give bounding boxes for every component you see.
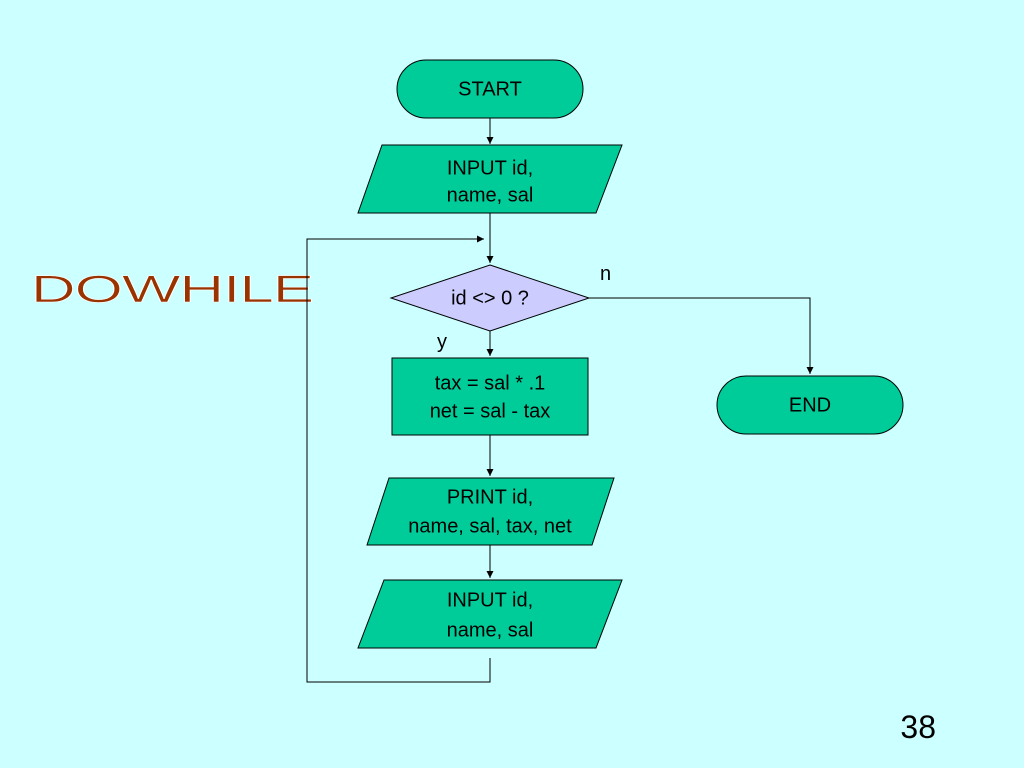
yes-branch-label: y bbox=[437, 331, 447, 353]
print-line-2: name, sal, tax, net bbox=[408, 515, 572, 537]
input-1-line-2: name, sal bbox=[447, 184, 534, 206]
end-node: END bbox=[716, 375, 904, 435]
input-2-line-1: INPUT id, bbox=[447, 589, 533, 611]
decision-label: id <> 0 ? bbox=[451, 287, 529, 309]
calc-node: tax = sal * .1 net = sal - tax bbox=[391, 357, 589, 436]
input-node-1: INPUT id, name, sal bbox=[357, 144, 623, 214]
arrow-decision-to-end bbox=[589, 297, 814, 374]
print-node: PRINT id, name, sal, tax, net bbox=[366, 477, 615, 546]
input-1-line-1: INPUT id, bbox=[447, 157, 533, 179]
input-2-line-2: name, sal bbox=[447, 619, 534, 641]
calc-line-1: tax = sal * .1 bbox=[435, 372, 546, 394]
title-wordart: DOWHILE bbox=[30, 267, 314, 311]
input-node-2: INPUT id, name, sal bbox=[357, 579, 623, 649]
start-label: START bbox=[458, 78, 522, 100]
no-branch-label: n bbox=[600, 263, 611, 285]
print-line-1: PRINT id, bbox=[447, 486, 533, 508]
calc-line-2: net = sal - tax bbox=[430, 400, 551, 422]
decision-node: id <> 0 ? bbox=[389, 264, 591, 332]
loop-back-connector bbox=[306, 235, 491, 683]
page-number: 38 bbox=[900, 709, 936, 745]
start-node: START bbox=[396, 59, 584, 119]
title-text: DOWHILE bbox=[31, 267, 313, 310]
end-label: END bbox=[789, 394, 831, 416]
